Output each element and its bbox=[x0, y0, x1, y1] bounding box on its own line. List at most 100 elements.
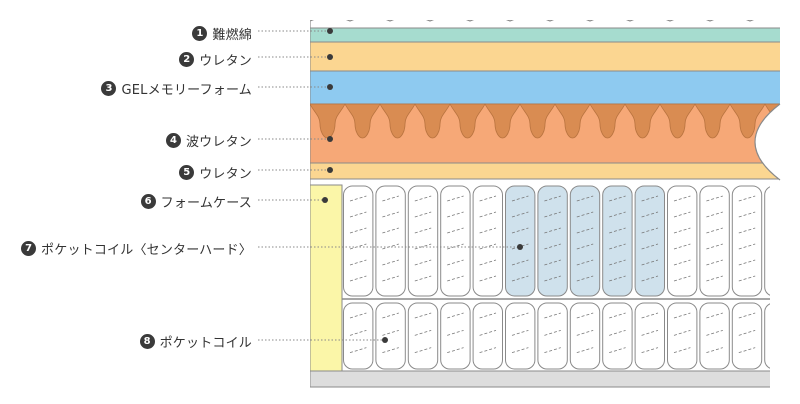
pocket-coil-lower-6-wire bbox=[511, 312, 529, 319]
pocket-coil-lower-5 bbox=[472, 302, 504, 370]
pocket-coil-lower-4-wire bbox=[447, 329, 464, 336]
pocket-coil-upper-6-wire bbox=[511, 195, 529, 202]
pocket-coil-lower-3-wire bbox=[414, 347, 432, 354]
pocket-coil-upper-8-wire bbox=[576, 275, 594, 282]
pocket-coil-upper-3-wire bbox=[414, 211, 432, 218]
pocket-coil-lower-13-wire bbox=[738, 347, 756, 354]
pocket-coil-upper-13 bbox=[731, 185, 763, 297]
pocket-coil-upper-13-wire bbox=[738, 195, 756, 202]
pocket-coil-lower-11-wire bbox=[673, 329, 691, 336]
layer-name-1: 難燃綿 bbox=[212, 27, 252, 43]
leader-dot-4 bbox=[327, 136, 333, 142]
layer-band-2 bbox=[310, 41, 780, 72]
layer-label-5: 5 ウレタン bbox=[179, 162, 252, 182]
layer-name-6: フォームケース bbox=[160, 195, 252, 211]
pocket-coil-upper-9-wire bbox=[609, 211, 626, 218]
leader-dot-8 bbox=[382, 337, 388, 343]
pocket-coil-upper-13-wire bbox=[738, 211, 756, 218]
pocket-coil-upper-13-wire bbox=[738, 243, 756, 250]
pocket-coil-upper-9-wire bbox=[609, 275, 626, 282]
pocket-coil-lower-8-wire bbox=[576, 329, 594, 336]
pocket-coil-upper-9-wire bbox=[609, 195, 626, 202]
pocket-coil-upper-12-wire bbox=[706, 227, 723, 234]
pocket-coil-upper-10-wire bbox=[641, 227, 659, 234]
pocket-coil-upper-8-wire bbox=[576, 211, 594, 218]
pocket-coil-lower-7-wire bbox=[544, 329, 561, 336]
pocket-coil-upper-5 bbox=[472, 185, 504, 297]
pocket-coil-lower-2 bbox=[375, 302, 406, 370]
pocket-coil-lower-13 bbox=[731, 302, 763, 370]
pocket-coil-lower-5-wire bbox=[479, 347, 497, 354]
pocket-coil-upper-10-wire bbox=[641, 211, 659, 218]
pocket-coil-upper-11-wire bbox=[673, 227, 691, 234]
pocket-coil-upper-5-wire bbox=[479, 195, 497, 202]
leader-dot-5 bbox=[327, 167, 333, 173]
pocket-coil-lower-6-wire bbox=[511, 329, 529, 336]
pocket-coil-upper-10-wire bbox=[641, 243, 659, 250]
pocket-coil-upper-7-wire bbox=[544, 243, 561, 250]
layer-band-3 bbox=[310, 70, 780, 105]
pocket-coil-upper-4-wire bbox=[447, 259, 464, 266]
pocket-coil-lower-14 bbox=[764, 302, 780, 370]
pocket-coil-upper-14-wire bbox=[771, 211, 780, 218]
pocket-coil-lower-6 bbox=[505, 302, 536, 370]
pocket-coil-upper-11-wire bbox=[673, 211, 691, 218]
layer-label-3: 3 GELメモリーフォーム bbox=[101, 78, 252, 98]
pocket-coil-upper-11-wire bbox=[673, 259, 691, 266]
pocket-coil-lower-8 bbox=[569, 302, 601, 370]
pocket-coil-upper-7-wire bbox=[544, 259, 561, 266]
pocket-coil-lower-8-wire bbox=[576, 347, 594, 354]
pocket-coil-upper-9-wire bbox=[609, 243, 626, 250]
layer-number-2: 2 bbox=[179, 51, 195, 67]
mattress-layers bbox=[310, 20, 780, 388]
pocket-coil-lower-7-wire bbox=[544, 312, 561, 319]
pocket-coil-upper-14-wire bbox=[771, 243, 780, 250]
pocket-coil-upper-8-wire bbox=[576, 195, 594, 202]
pocket-coil-upper-5-wire bbox=[479, 211, 497, 218]
layer-number-8: 8 bbox=[139, 333, 155, 349]
leader-dot-2 bbox=[327, 54, 333, 60]
pocket-coil-upper-7-wire bbox=[544, 211, 561, 218]
pocket-coil-upper-13-wire bbox=[738, 227, 756, 234]
layer-number-5: 5 bbox=[179, 164, 195, 180]
pocket-coil-lower-11 bbox=[667, 302, 698, 370]
pocket-coil-lower-8-wire bbox=[576, 312, 594, 319]
pocket-coil-lower-13-wire bbox=[738, 312, 756, 319]
pocket-coil-upper-8-wire bbox=[576, 243, 594, 250]
pocket-coil-upper-3-wire bbox=[414, 195, 432, 202]
pocket-coil-lower-10 bbox=[634, 302, 665, 370]
pocket-coil-lower-12-wire bbox=[706, 329, 723, 336]
pocket-coil-lower-3-wire bbox=[414, 329, 432, 336]
pocket-coil-upper-14-wire bbox=[771, 227, 780, 234]
pocket-coil-upper-10 bbox=[634, 185, 665, 297]
pocket-coil-upper-4-wire bbox=[447, 275, 464, 282]
pocket-coil-upper-1-wire bbox=[349, 211, 367, 218]
pocket-coil-upper-3-wire bbox=[414, 275, 432, 282]
pocket-coil-upper-12-wire bbox=[706, 275, 723, 282]
pocket-coil-upper-3 bbox=[407, 185, 439, 297]
layer-label-2: 2 ウレタン bbox=[179, 49, 252, 69]
layer-name-7: ポケットコイル〈センターハード〉 bbox=[41, 242, 252, 258]
pocket-coil-lower-14-wire bbox=[771, 312, 780, 319]
pocket-coil-upper-4-wire bbox=[447, 211, 464, 218]
pocket-coil-upper-8 bbox=[569, 185, 601, 297]
pocket-coil-lower-9-wire bbox=[609, 329, 626, 336]
pocket-coil-upper-12-wire bbox=[706, 243, 723, 250]
pocket-coil-upper-2-wire bbox=[382, 243, 399, 250]
pocket-coil-lower-4-wire bbox=[447, 312, 464, 319]
layer-label-8: 8 ポケットコイル bbox=[139, 331, 252, 351]
pocket-coil-upper-5-wire bbox=[479, 243, 497, 250]
pocket-coil-lower-10-wire bbox=[641, 312, 659, 319]
layer-name-2: ウレタン bbox=[199, 53, 252, 69]
pocket-coil-lower-6-wire bbox=[511, 347, 529, 354]
pocket-coil-lower-7 bbox=[537, 302, 568, 370]
pocket-coil-lower-11-wire bbox=[673, 312, 691, 319]
pocket-coil-upper-14-wire bbox=[771, 275, 780, 282]
pocket-coil-upper-7-wire bbox=[544, 275, 561, 282]
pocket-coil-lower-1-wire bbox=[349, 347, 367, 354]
layer-number-4: 4 bbox=[165, 132, 181, 148]
layer-name-5: ウレタン bbox=[199, 166, 252, 182]
pocket-coil-upper-11-wire bbox=[673, 195, 691, 202]
pocket-coil-upper-3-wire bbox=[414, 227, 432, 234]
pocket-coil-upper-13-wire bbox=[738, 259, 756, 266]
